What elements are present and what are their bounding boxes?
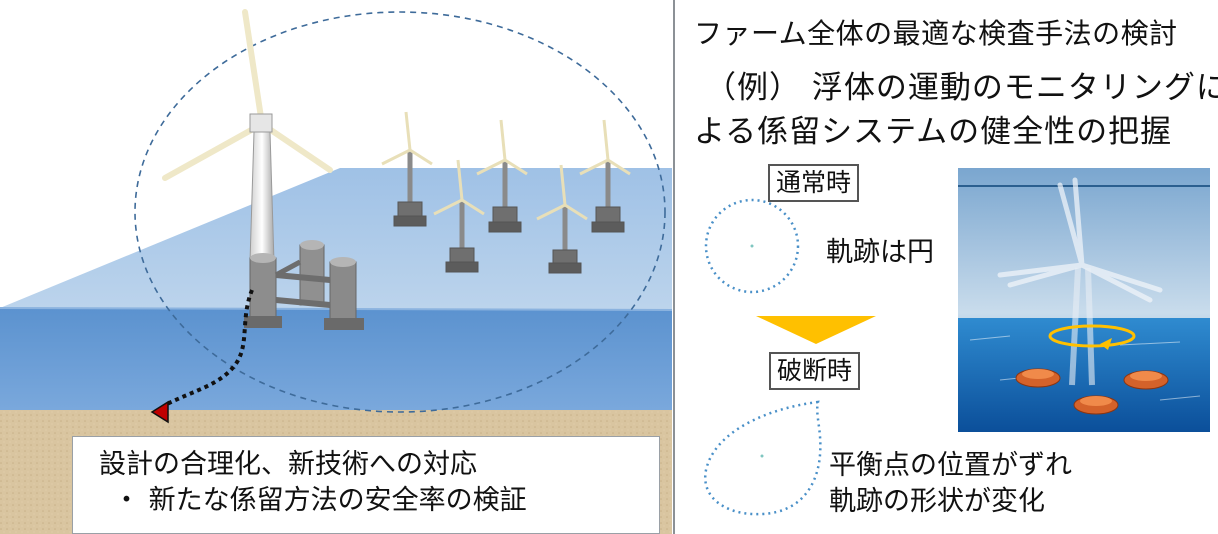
panel-divider xyxy=(673,0,675,534)
example-line-2: よる係留システムの健全性の把握 xyxy=(694,114,1173,150)
design-text-box: 設計の合理化、新技術への対応 ・ 新たな係留方法の安全率の検証 xyxy=(72,436,660,534)
sea-body xyxy=(0,308,672,410)
break-desc-line-2: 軌跡の形状が変化 xyxy=(829,486,1045,517)
farm-boundary-ellipse xyxy=(134,11,666,413)
design-heading: 設計の合理化、新技術への対応 xyxy=(99,449,477,480)
transition-arrow xyxy=(756,316,876,344)
mooring-line xyxy=(164,289,254,407)
main-floating-turbine xyxy=(162,9,364,330)
anchor-marker xyxy=(150,400,169,424)
normal-orbit-description: 軌跡は円 xyxy=(826,237,934,268)
break-orbit xyxy=(704,400,822,516)
example-line-1: （例） 浮体の運動のモニタリングに xyxy=(705,70,1218,106)
break-state-label: 破断時 xyxy=(769,352,861,390)
design-bullet: ・ 新たな係留方法の安全率の検証 xyxy=(113,485,527,516)
break-desc-line-1: 平衡点の位置がずれ xyxy=(829,450,1072,481)
break-orbit-description: 平衡点の位置がずれ 軌跡の形状が変化 xyxy=(829,448,1072,520)
background-turbines xyxy=(381,111,631,274)
inspection-title: ファーム全体の最適な検査手法の検討 xyxy=(694,17,1178,50)
normal-state-label: 通常時 xyxy=(768,164,860,202)
floating-turbine-photo xyxy=(958,168,1210,432)
normal-orbit xyxy=(704,198,800,294)
